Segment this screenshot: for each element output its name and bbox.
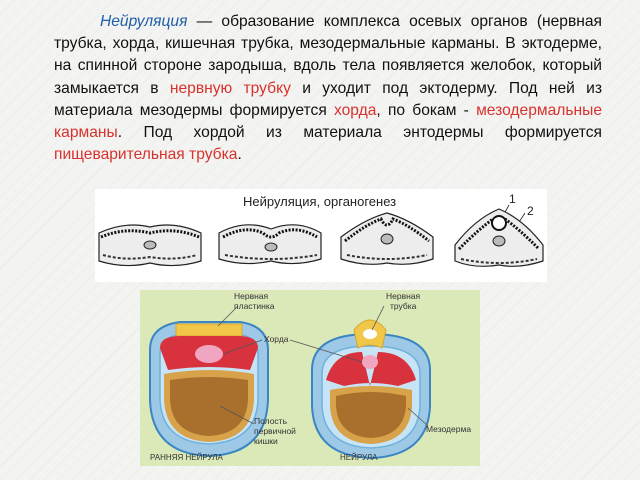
figure-top-label-2: 2 [527, 204, 534, 218]
stage-1-section [98, 224, 202, 267]
figure-top-title: Нейруляция, органогенез [243, 194, 396, 209]
pointer-chorda [223, 339, 263, 355]
highlight-chorda: хорда [334, 101, 377, 119]
figure-top-label-1: 1 [509, 192, 516, 206]
label-neural-plate-line1: Нервная [234, 291, 269, 301]
neurulation-paragraph: Нейруляция — образование комплекса осевы… [54, 11, 602, 166]
label-cavity-line2: первичной [254, 426, 296, 436]
pointer-neural-plate [217, 305, 239, 327]
label-cavity-line3: кишки [254, 436, 278, 446]
label-mesoderm: Мезодерма [426, 424, 471, 434]
label-neural-tube-line2: трубка [390, 301, 417, 311]
caption-neurula: НЕЙРУЛА [340, 453, 378, 462]
early-neurula-diagram [149, 321, 269, 458]
paragraph-text-4: . Под хордой из материала энтодермы форм… [117, 124, 602, 142]
label-neural-tube-line1: Нервная [386, 291, 421, 301]
pointer-neural-tube [371, 305, 385, 331]
caption-early-neurula: РАННЯЯ НЕЙРУЛА [150, 453, 224, 462]
highlight-mesoderm-pockets: мезодермальные карманы [54, 101, 602, 142]
label-cavity-line1: Полость [254, 416, 288, 426]
neurula-diagram [311, 319, 431, 460]
paragraph-text-2: и уходит под эктодерму. Под ней из матер… [54, 79, 603, 119]
paragraph-text-3: , по бокам - [376, 101, 477, 119]
neurulation-stages-figure: Нейруляция, органогенез 1 2 [95, 189, 547, 282]
pointer-mesoderm [407, 407, 429, 427]
neurula-comparison-figure: Нервная пластинка Нервная трубка Хорда П… [140, 290, 480, 466]
term-neurulation: Нейруляция [99, 13, 188, 30]
stage-2-section [218, 224, 322, 265]
highlight-gut-tube: пищеварительная трубка [54, 146, 238, 164]
paragraph-text-5: . [237, 146, 242, 164]
stage-3-section [340, 212, 434, 265]
pointer-chorda-2 [289, 339, 363, 363]
paragraph-text-1: — образование комплекса осевых органов (… [54, 13, 602, 97]
highlight-neural-tube: нервную трубку [169, 79, 291, 97]
pointer-cavity [219, 405, 255, 425]
stage-4-section [454, 208, 544, 267]
label-chorda: Хорда [264, 334, 289, 344]
label-neural-plate-line2: пластинка [234, 301, 275, 311]
